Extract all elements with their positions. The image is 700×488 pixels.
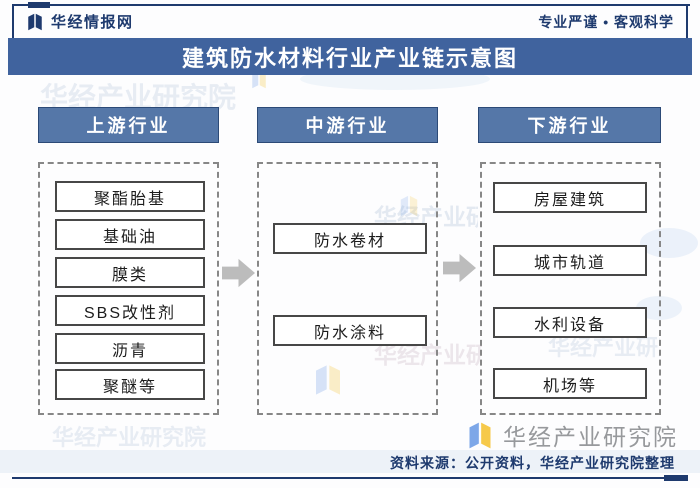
source-note: 资料来源：公开资料，华经产业研究院整理 bbox=[390, 455, 675, 471]
brand-name: 华经产业研究院 bbox=[503, 424, 678, 450]
brand-logo: 华经产业研究院 bbox=[466, 418, 678, 452]
footer-band bbox=[0, 450, 700, 473]
column-header-upstream: 上游行业 bbox=[38, 107, 219, 143]
left-edge-line bbox=[12, 4, 14, 38]
slogan-text: 专业严谨 • 客观科学 bbox=[538, 13, 674, 30]
column-header-downstream: 下游行业 bbox=[478, 107, 661, 143]
item-box: 基础油 bbox=[55, 219, 205, 250]
bottom-divider-cap bbox=[664, 475, 688, 481]
book-logo-icon bbox=[26, 12, 44, 32]
item-box: 城市轨道 bbox=[493, 245, 647, 276]
book-logo-icon bbox=[466, 419, 494, 452]
bottom-divider bbox=[12, 477, 686, 479]
title-banner: 建筑防水材料行业产业链示意图 bbox=[8, 38, 692, 75]
column-header-midstream: 中游行业 bbox=[257, 107, 438, 143]
item-box: 沥青 bbox=[55, 333, 205, 364]
item-box: 防水卷材 bbox=[273, 223, 427, 254]
item-box: 膜类 bbox=[55, 257, 205, 288]
top-divider-cap bbox=[28, 2, 50, 8]
item-box: 水利设备 bbox=[493, 307, 647, 338]
item-box: 防水涂料 bbox=[273, 315, 427, 346]
upstream-group-box: 聚酯胎基 基础油 膜类 SBS改性剂 沥青 聚醚等 bbox=[38, 162, 219, 415]
downstream-group-box: 房屋建筑 城市轨道 水利设备 机场等 bbox=[480, 162, 661, 415]
arrow-right-icon bbox=[443, 253, 476, 283]
item-box: 房屋建筑 bbox=[493, 182, 647, 213]
arrow-right-icon bbox=[222, 258, 255, 288]
item-box: 机场等 bbox=[493, 368, 647, 399]
item-box: 聚醚等 bbox=[55, 369, 205, 400]
site-logo-text: 华经情报网 bbox=[51, 14, 134, 31]
topbar: 华经情报网 专业严谨 • 客观科学 bbox=[14, 6, 686, 37]
page-title: 建筑防水材料行业产业链示意图 bbox=[181, 45, 518, 71]
item-box: SBS改性剂 bbox=[55, 295, 205, 326]
top-divider bbox=[14, 4, 690, 6]
site-logo: 华经情报网 bbox=[26, 11, 134, 32]
midstream-group-box: 防水卷材 防水涂料 bbox=[257, 162, 438, 415]
watermark-text: 华经产业研究院 bbox=[52, 425, 207, 450]
item-box: 聚酯胎基 bbox=[55, 181, 205, 212]
right-edge-line bbox=[686, 4, 688, 38]
